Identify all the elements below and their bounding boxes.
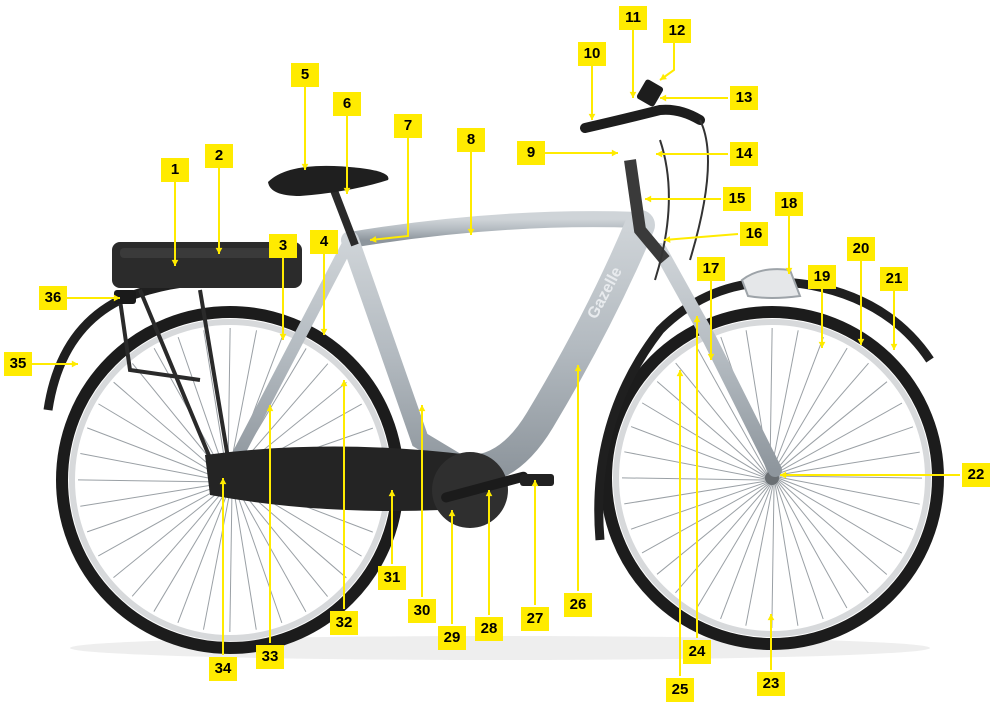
handlebar [585,110,700,128]
front-light [742,269,800,298]
callout-14: 14 [730,142,758,166]
callout-arrowhead-15 [645,196,651,203]
callout-4: 4 [310,230,338,254]
callout-33: 33 [256,645,284,669]
callout-35: 35 [4,352,32,376]
callout-24: 24 [683,640,711,664]
callout-26: 26 [564,593,592,617]
frame [230,219,775,480]
callout-20: 20 [847,237,875,261]
callout-arrowhead-6 [344,188,351,194]
callout-31: 31 [378,566,406,590]
callout-36: 36 [39,286,67,310]
callout-34: 34 [209,657,237,681]
callout-8: 8 [457,128,485,152]
callout-23: 23 [757,672,785,696]
callout-1: 1 [161,158,189,182]
callout-13: 13 [730,86,758,110]
callout-19: 19 [808,265,836,289]
callout-arrowhead-35 [72,361,78,368]
saddle [268,166,388,196]
callout-12: 12 [663,19,691,43]
callout-28: 28 [475,617,503,641]
callout-arrowhead-13 [660,95,666,102]
callout-arrows [32,30,960,676]
callout-arrowhead-30 [419,405,426,411]
callout-5: 5 [291,63,319,87]
callout-arrowhead-9 [612,150,618,157]
callout-32: 32 [330,611,358,635]
callout-3: 3 [269,234,297,258]
callout-arrowhead-3 [280,334,287,340]
callout-arrowhead-10 [589,114,596,120]
callout-10: 10 [578,42,606,66]
callout-arrowhead-23 [768,614,775,620]
callout-2: 2 [205,144,233,168]
callout-17: 17 [697,257,725,281]
display [636,78,664,107]
callout-6: 6 [333,92,361,116]
callout-25: 25 [666,678,694,702]
front-wheel [606,312,938,644]
callout-27: 27 [521,607,549,631]
callout-29: 29 [438,626,466,650]
callout-arrowhead-11 [630,92,637,98]
callout-18: 18 [775,192,803,216]
chain-guard [205,447,472,512]
callout-9: 9 [517,141,545,165]
callout-30: 30 [408,599,436,623]
callout-arrowhead-14 [656,151,662,158]
callout-16: 16 [740,222,768,246]
callout-15: 15 [723,187,751,211]
callout-22: 22 [962,463,990,487]
callout-arrow-12 [660,43,674,80]
callout-7: 7 [394,114,422,138]
callout-11: 11 [619,6,647,30]
callout-arrow-16 [664,234,738,240]
callout-arrowhead-21 [891,344,898,350]
callout-21: 21 [880,267,908,291]
